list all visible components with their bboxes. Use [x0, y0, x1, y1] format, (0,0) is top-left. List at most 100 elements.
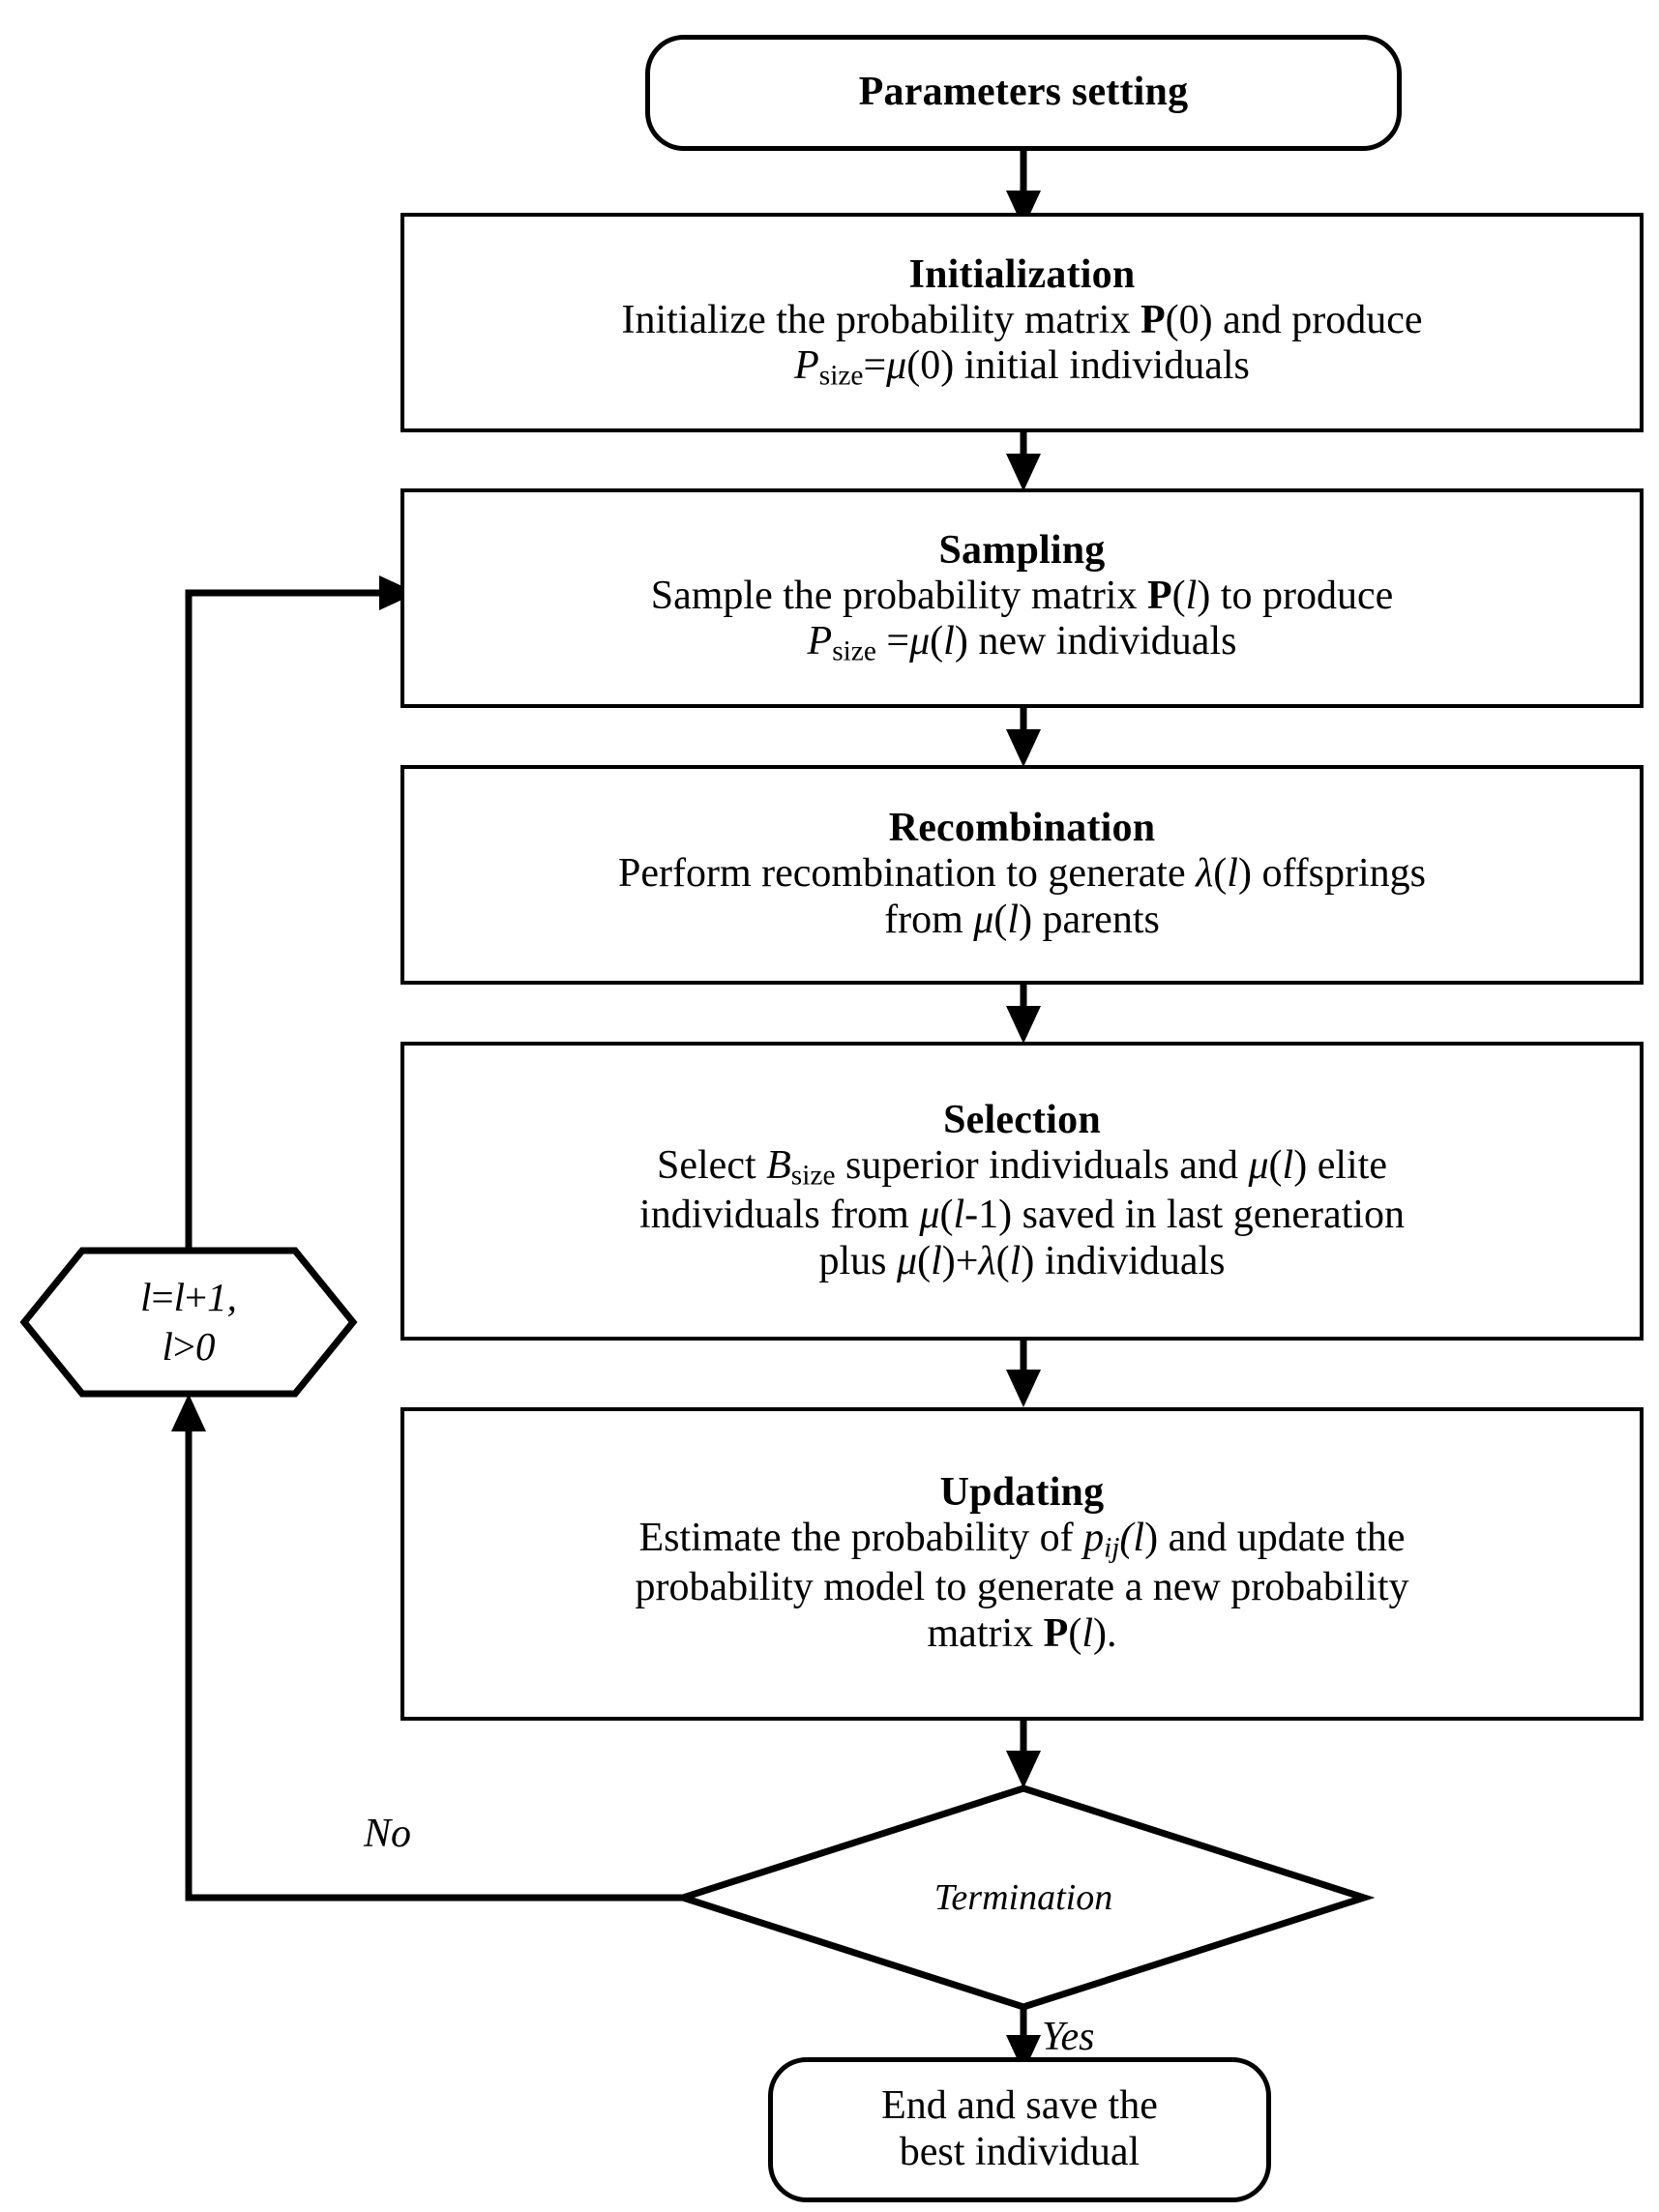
selection-line3-mu: μ [897, 1238, 918, 1283]
node-end[interactable]: End and save the best individual [768, 2057, 1271, 2202]
updating-matrix-symbol: P [1043, 1611, 1069, 1656]
recombination-line1-tail: ) offsprings [1237, 851, 1427, 897]
increment-cond-zero: 0 [195, 1324, 216, 1369]
increment-line-2: l>0 [162, 1322, 215, 1371]
edge-sampling-to-recombination [1006, 708, 1041, 767]
sampling-line1-text: Sample the probability matrix [650, 573, 1147, 618]
sampling-mu-symbol: μ [909, 619, 931, 664]
sampling-line1-tail: ) to produce [1197, 573, 1394, 618]
node-selection[interactable]: Selection Select Bsize superior individu… [400, 1042, 1644, 1341]
recombination-line2-l: l [1007, 898, 1020, 943]
start-label: Parameters setting [858, 70, 1189, 115]
node-sampling[interactable]: Sampling Sample the probability matrix P… [400, 488, 1644, 708]
node-recombination[interactable]: Recombination Perform recombination to g… [400, 765, 1644, 985]
initialization-line-1: Initialize the probability matrix P(0) a… [621, 298, 1422, 344]
end-line-2: best individual [899, 2130, 1141, 2174]
sampling-line2-tail: ) new individuals [954, 619, 1237, 664]
selection-line1-l: l [1282, 1142, 1294, 1188]
node-start-parameters-setting[interactable]: Parameters setting [645, 35, 1402, 151]
selection-line3-paren1: ( [917, 1238, 932, 1283]
initialization-matrix-symbol: P [1140, 297, 1166, 342]
sampling-line1-paren: ( [1171, 573, 1186, 618]
node-updating[interactable]: Updating Estimate the probability of pij… [400, 1407, 1644, 1721]
selection-line1-text: Select [657, 1142, 767, 1188]
selection-line2-l: l [953, 1192, 965, 1237]
edge-recombination-to-selection [1006, 985, 1041, 1044]
sampling-line-1: Sample the probability matrix P(l) to pr… [651, 574, 1394, 620]
termination-label: Termination [933, 1876, 1113, 1918]
increment-plus: + [185, 1274, 208, 1319]
selection-line-3: plus μ(l)+λ(l) individuals [819, 1239, 1226, 1285]
recombination-line1-paren: ( [1213, 851, 1228, 897]
recombination-line-2: from μ(l) parents [884, 898, 1160, 944]
edge-selection-to-updating [1006, 1341, 1041, 1407]
updating-line3-text: matrix [927, 1611, 1044, 1656]
initialization-psize-subscript: size [818, 360, 864, 392]
sampling-line2-l: l [943, 619, 955, 664]
updating-p-subscript: ij [1104, 1532, 1120, 1564]
selection-line3-lambda: λ [978, 1238, 996, 1283]
recombination-title: Recombination [888, 806, 1156, 851]
sampling-equals: = [875, 619, 910, 664]
updating-p-symbol: p [1083, 1516, 1105, 1561]
sampling-line1-l: l [1185, 573, 1198, 618]
node-initialization[interactable]: Initialization Initialize the probabilit… [400, 213, 1644, 432]
initialization-mu-symbol: μ [886, 343, 907, 389]
selection-bsize-subscript: size [790, 1160, 836, 1192]
selection-line2-text: individuals from [639, 1192, 920, 1237]
updating-line1-text: Estimate the probability of [638, 1516, 1084, 1561]
selection-line3-text: plus [818, 1238, 898, 1283]
increment-l-left: l [140, 1274, 152, 1319]
selection-line1-paren: ( [1268, 1142, 1283, 1188]
increment-line-1: l=l+1, [140, 1273, 237, 1322]
increment-cond-l: l [162, 1324, 173, 1369]
selection-line2-minus-one: -1 [964, 1192, 999, 1237]
initialization-line2-tail: (0) initial individuals [906, 343, 1250, 389]
edge-updating-to-termination [1006, 1721, 1041, 1788]
recombination-line2-text: from [884, 898, 974, 943]
selection-line-1: Select Bsize superior individuals and μ(… [657, 1143, 1387, 1193]
edge-initialization-to-sampling [1006, 432, 1041, 491]
recombination-line2-paren: ( [993, 898, 1008, 943]
increment-one: 1, [207, 1274, 237, 1319]
updating-title: Updating [939, 1470, 1105, 1516]
selection-line3-l1: l [931, 1238, 942, 1283]
selection-line2-paren: ( [939, 1192, 954, 1237]
initialization-line1-text: Initialize the probability matrix [621, 297, 1141, 342]
edge-label-yes: Yes [1042, 2015, 1095, 2059]
selection-line2-tail: ) saved in last generation [998, 1192, 1405, 1237]
updating-line3-l: l [1081, 1611, 1093, 1656]
selection-bsize-symbol: B [766, 1142, 791, 1188]
end-line-1: End and save the [881, 2083, 1158, 2129]
increment-equals: = [151, 1274, 174, 1319]
selection-line1-tail: ) elite [1293, 1142, 1387, 1188]
increment-hexagon-label: l=l+1, l>0 [24, 1251, 353, 1394]
updating-line-1: Estimate the probability of pij(l) and u… [639, 1516, 1406, 1565]
recombination-mu-symbol: μ [973, 898, 994, 943]
updating-line3-tail: ). [1092, 1611, 1117, 1656]
selection-line3-l2: l [1009, 1238, 1022, 1283]
selection-title: Selection [943, 1097, 1101, 1142]
sampling-matrix-symbol: P [1146, 573, 1172, 618]
updating-line1-paren: ( [1119, 1516, 1134, 1561]
sampling-psize-subscript: size [832, 635, 876, 667]
updating-line1-l: l [1133, 1516, 1145, 1561]
edge-label-no: No [364, 1812, 412, 1856]
edge-increment-to-sampling [185, 575, 417, 1251]
selection-line1-mu: μ [1248, 1142, 1269, 1188]
sampling-psize-symbol: P [807, 619, 833, 664]
initialization-psize-symbol: P [794, 343, 819, 389]
increment-cond-gt: > [172, 1324, 196, 1369]
sampling-title: Sampling [938, 527, 1106, 573]
selection-line3-paren2: ( [995, 1238, 1010, 1283]
updating-line-2: probability model to generate a new prob… [635, 1565, 1409, 1610]
recombination-line1-l: l [1227, 851, 1238, 897]
updating-line3-paren: ( [1068, 1611, 1082, 1656]
initialization-line1-tail: (0) and produce [1165, 297, 1423, 342]
selection-line1-mid: superior individuals and [835, 1142, 1249, 1188]
recombination-line2-tail: ) parents [1019, 898, 1160, 943]
selection-line3-plus: )+ [941, 1238, 979, 1283]
updating-line1-tail: ) and update the [1144, 1516, 1406, 1561]
updating-line-3: matrix P(l). [928, 1611, 1117, 1658]
selection-line2-mu: μ [919, 1192, 940, 1237]
